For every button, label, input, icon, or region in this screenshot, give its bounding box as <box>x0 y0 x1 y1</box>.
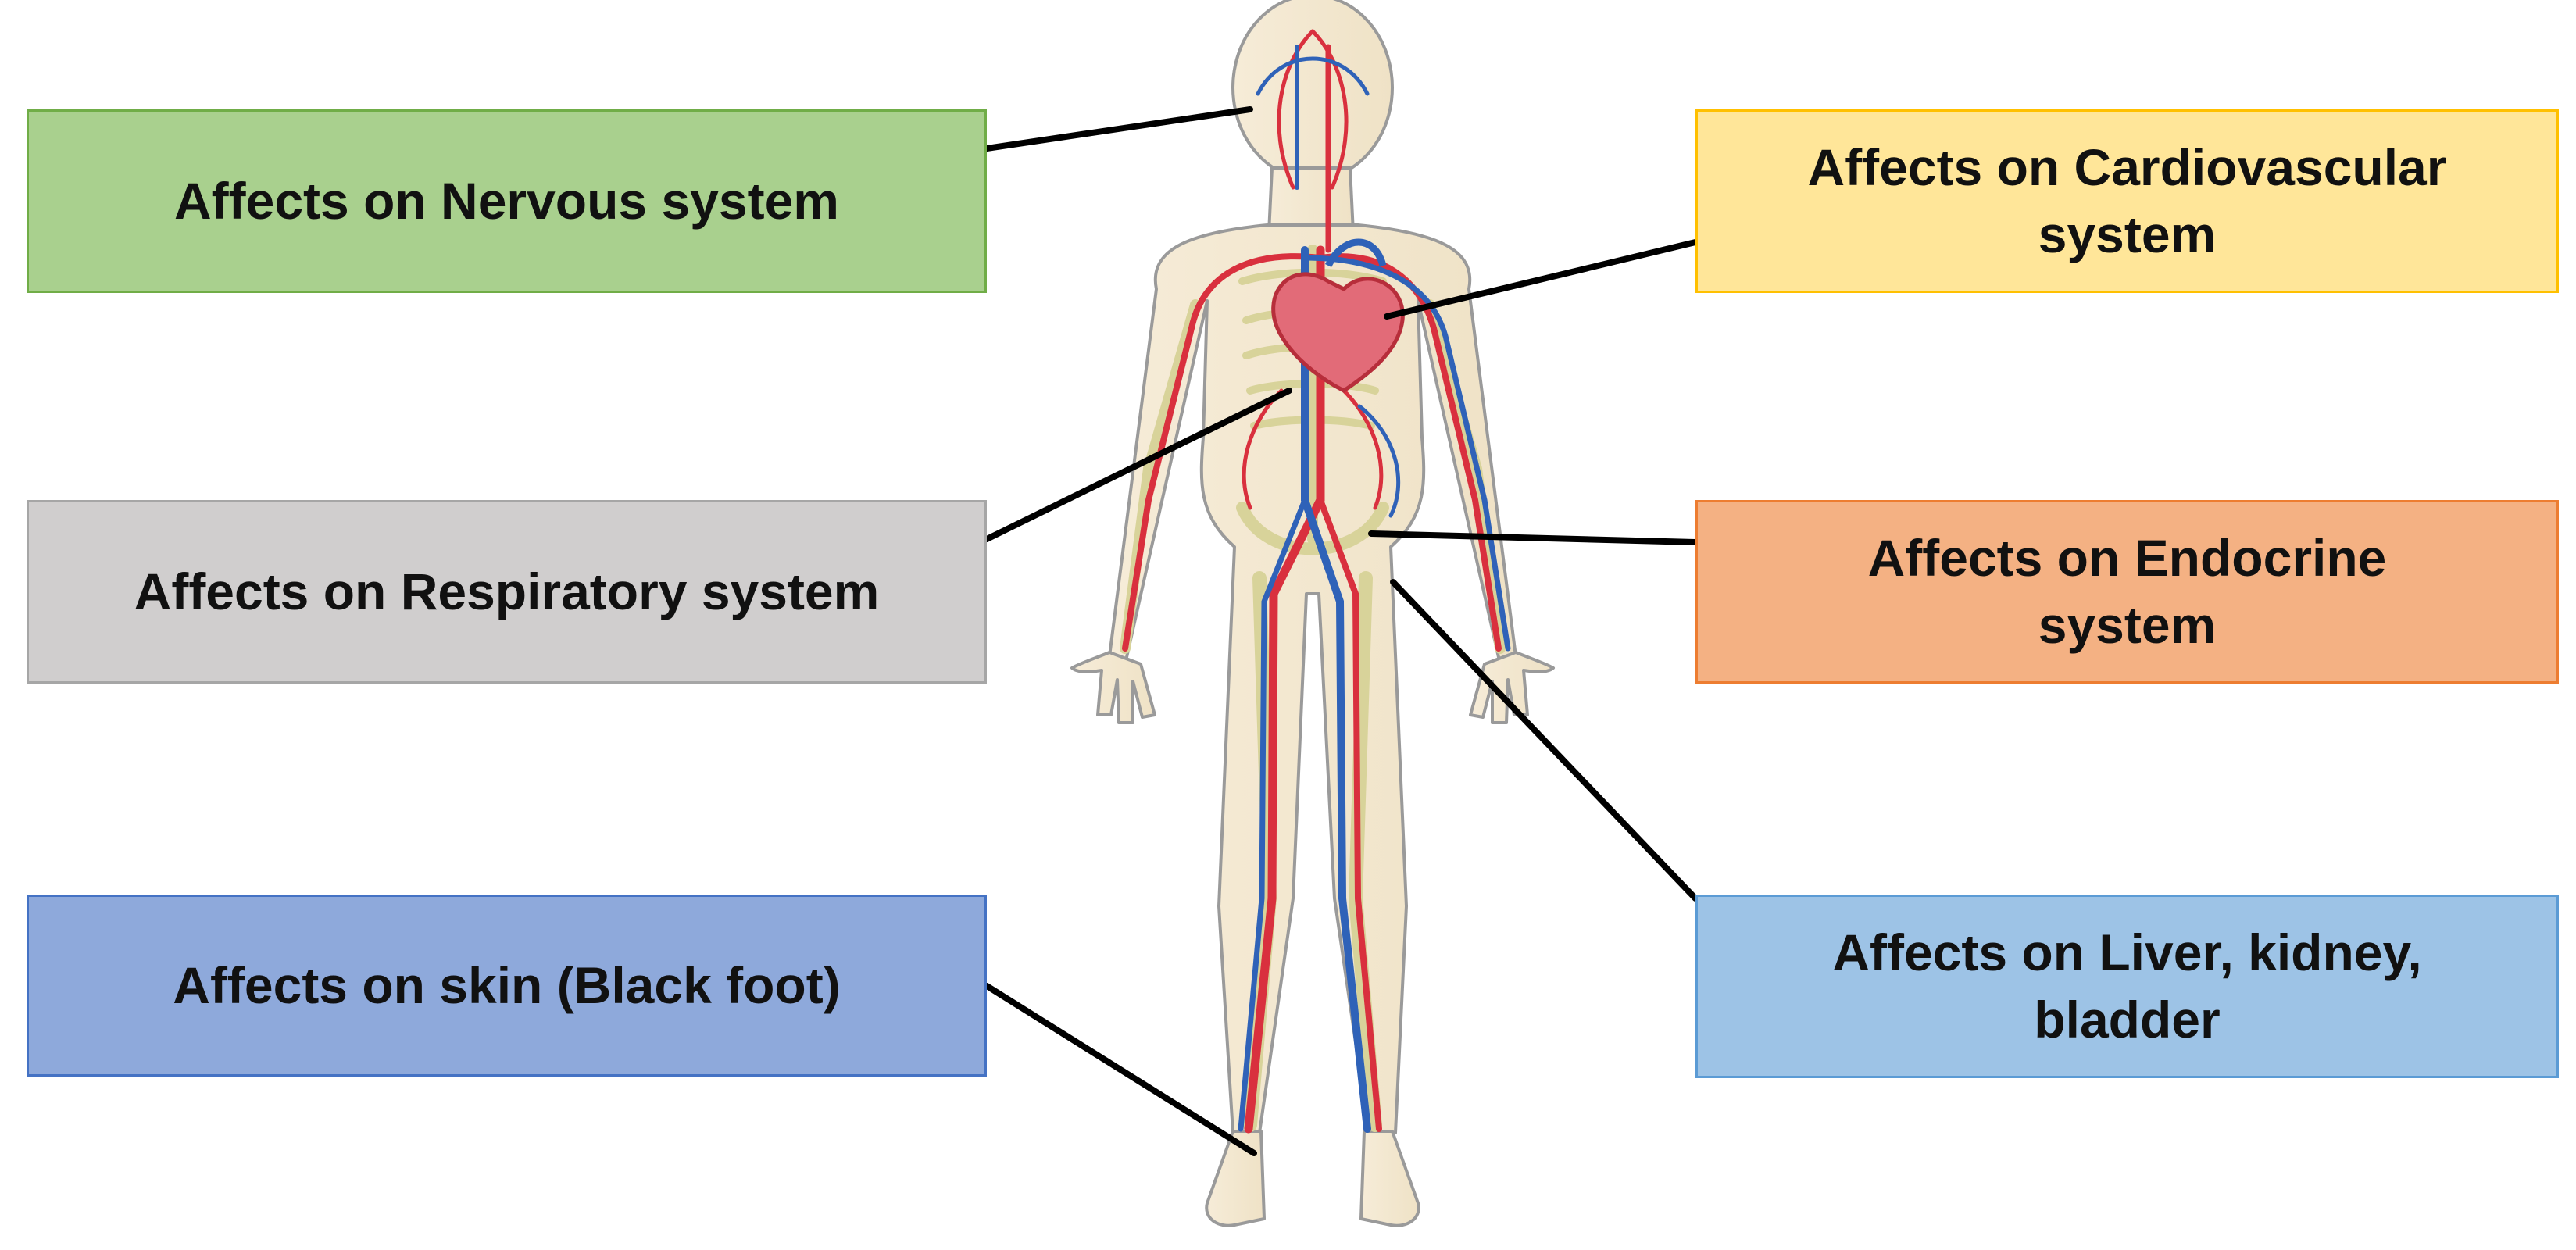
leader-line-skin <box>984 983 1257 1156</box>
label-skin-text: Affects on skin (Black foot) <box>173 955 841 1014</box>
leader-line-nervous <box>984 106 1253 152</box>
label-cardiovascular-system-text: Affects on Cardiovascular system <box>1807 138 2447 263</box>
label-liver-kidney-bladder-text: Affects on Liver, kidney, bladder <box>1832 923 2422 1048</box>
label-respiratory-system-text: Affects on Respiratory system <box>134 562 880 620</box>
label-cardiovascular-system: Affects on Cardiovascular system <box>1695 109 2559 293</box>
arteries <box>1122 29 1502 1134</box>
label-nervous-system-text: Affects on Nervous system <box>174 171 839 230</box>
leader-lines <box>984 106 1699 1156</box>
label-liver-kidney-bladder: Affects on Liver, kidney, bladder <box>1695 895 2559 1078</box>
leader-line-endocrine <box>1368 530 1699 545</box>
label-endocrine-system: Affects on Endocrine system <box>1695 500 2559 684</box>
leader-line-respiratory <box>984 388 1292 542</box>
heart-icon <box>1271 238 1405 393</box>
body-outline <box>1070 0 1555 1227</box>
label-respiratory-system: Affects on Respiratory system <box>27 500 987 684</box>
label-nervous-system: Affects on Nervous system <box>27 109 987 293</box>
label-skin: Affects on skin (Black foot) <box>27 895 987 1077</box>
leader-line-cardiovascular <box>1384 239 1699 320</box>
human-body-icon <box>1070 0 1555 1227</box>
label-endocrine-system-text: Affects on Endocrine system <box>1867 528 2387 654</box>
leader-line-liver <box>1390 579 1699 902</box>
